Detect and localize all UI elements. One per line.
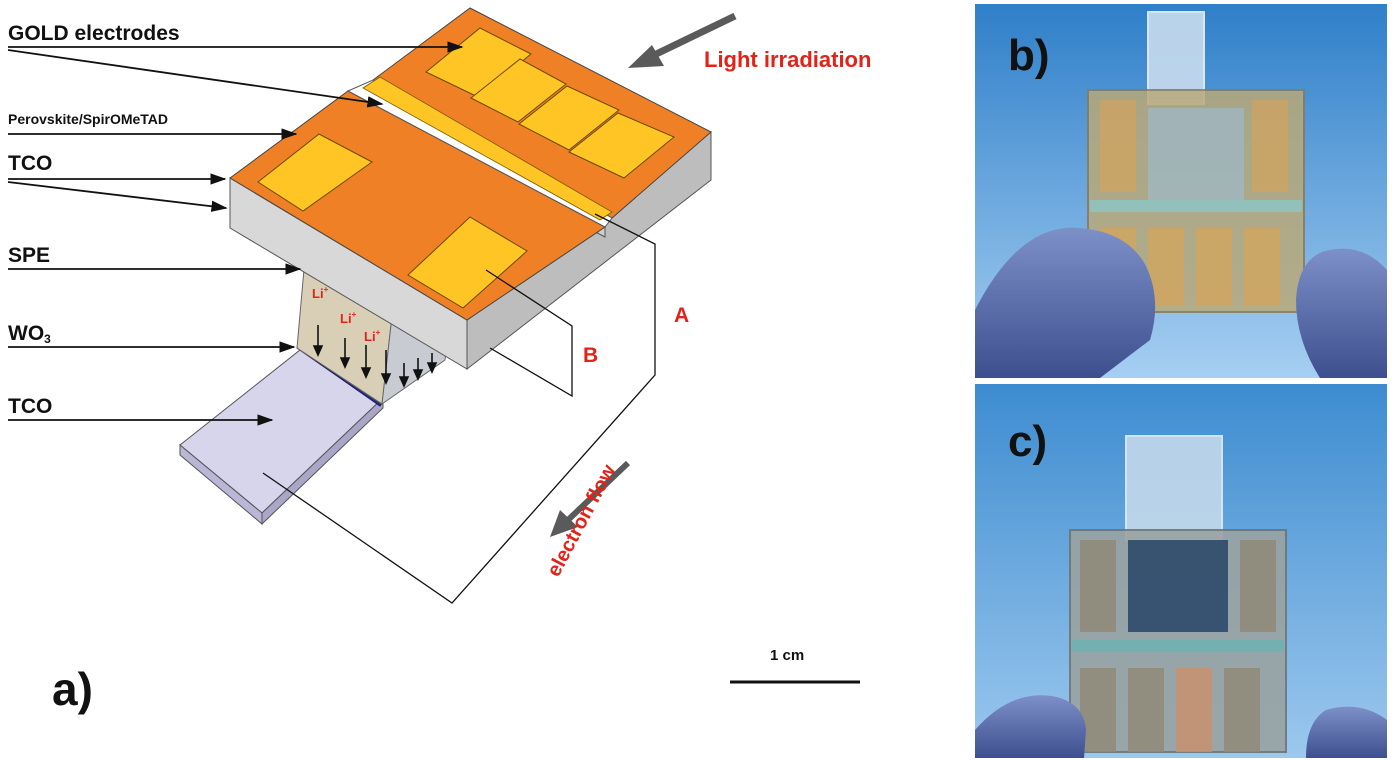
label-light-irradiation: Light irradiation [704, 47, 871, 72]
gold-electrode [568, 112, 675, 179]
panel-label-a: a) [52, 663, 93, 715]
layer-labels: GOLD electrodes Perovskite/SpirOMeTAD TC… [8, 22, 180, 418]
gold-electrode [518, 85, 620, 151]
electron-arrow-icon [550, 510, 578, 537]
label-gold-electrodes: GOLD electrodes [8, 22, 180, 45]
label-leaders [7, 41, 464, 426]
li-ion-label: Li+ [364, 328, 381, 344]
light-arrow-icon [628, 45, 664, 68]
photo-c: c) [975, 384, 1387, 758]
li-ion-label: Li+ [340, 310, 357, 326]
circuit-b-wire [485, 269, 573, 398]
label-tco-bottom: TCO [8, 395, 52, 418]
li-ion-label: Li+ [312, 285, 329, 301]
device-diagram: Li+ Li+ Li+ [179, 7, 712, 604]
circuit-wires [262, 213, 656, 604]
gold-electrode [407, 216, 528, 309]
glove-right [1296, 248, 1387, 378]
label-electron-flow: electron flow [543, 461, 621, 581]
photo-b: b) [975, 4, 1387, 378]
label-wo3: WO3 [8, 322, 51, 346]
gold-electrodes [257, 27, 675, 309]
li-ion-labels: Li+ Li+ Li+ [312, 285, 381, 344]
label-circuit-a: A [674, 304, 689, 327]
panel-label-c: c) [1008, 417, 1047, 466]
scale-bar-label: 1 cm [770, 647, 804, 664]
gold-electrode [470, 58, 567, 123]
label-circuit-b: B [583, 344, 598, 367]
ion-arrows [312, 325, 438, 388]
glove-left [975, 695, 1086, 758]
electron-flow: electron flow [543, 461, 631, 581]
glove-right [1306, 706, 1387, 758]
circuit-a-wire [262, 213, 656, 604]
glove-left [975, 227, 1156, 378]
scale-bar: 1 cm [730, 647, 860, 684]
label-spe: SPE [8, 244, 50, 267]
label-perovskite: Perovskite/SpirOMeTAD [8, 111, 168, 127]
panel-label-b: b) [1008, 31, 1050, 80]
label-tco-top: TCO [8, 152, 52, 175]
light-irradiation: Light irradiation [628, 12, 871, 72]
gold-electrode [257, 133, 373, 212]
